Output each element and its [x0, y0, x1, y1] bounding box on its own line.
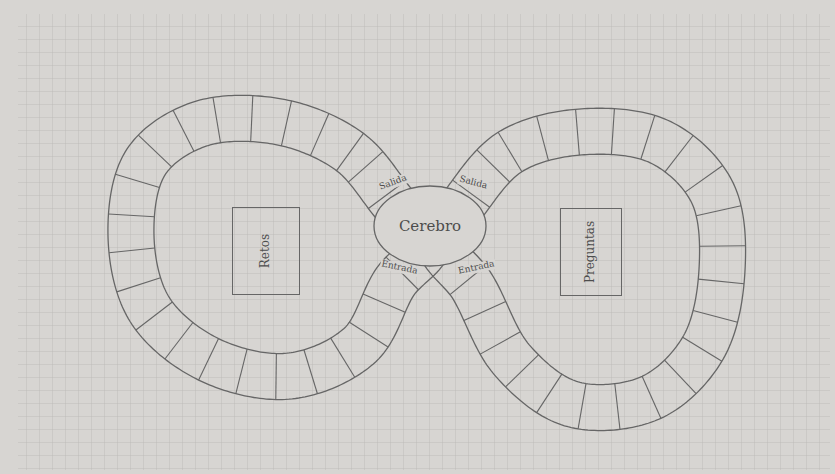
track-divider — [664, 360, 696, 393]
track-divider — [578, 384, 586, 429]
track-divider — [349, 322, 388, 347]
track-divider — [213, 97, 221, 142]
track-divider — [304, 350, 317, 394]
track-edge — [463, 154, 700, 384]
track-divider — [477, 150, 510, 182]
track-divider — [698, 279, 744, 284]
track-divider — [696, 206, 741, 216]
track-divider — [275, 354, 277, 400]
track-divider — [683, 337, 722, 361]
track-divider — [165, 322, 193, 359]
box-title: Preguntas — [584, 221, 597, 283]
track-divider — [115, 174, 159, 187]
grid-lines — [18, 14, 830, 470]
track-divider — [700, 245, 746, 247]
track-divider — [611, 109, 614, 155]
track-divider — [537, 116, 549, 160]
card-box: Preguntas — [560, 208, 622, 296]
track-edge — [154, 141, 407, 353]
box-title: Retos — [259, 234, 272, 268]
track-divider — [337, 133, 364, 170]
track-divider — [506, 355, 539, 387]
center-title: Cerebro — [399, 218, 461, 235]
circle-shape — [374, 186, 486, 266]
track-divider — [576, 109, 580, 155]
track-divider — [199, 339, 219, 380]
track-divider — [138, 135, 171, 167]
track-divider — [642, 376, 661, 418]
track-divider — [136, 302, 172, 330]
track-divider — [615, 384, 620, 430]
track-divider — [310, 113, 328, 155]
board-track — [108, 95, 746, 430]
track-edge — [417, 108, 745, 430]
track-divider — [109, 248, 155, 253]
track-divider — [363, 294, 405, 312]
track-divider — [464, 301, 506, 320]
track-divider — [251, 96, 253, 142]
track-divider — [117, 278, 161, 292]
track-divider — [173, 110, 194, 151]
track-divider — [685, 166, 723, 193]
card-box: Retos — [232, 207, 300, 295]
track-divider — [498, 132, 522, 171]
track-divider — [348, 152, 383, 182]
track-divider — [537, 374, 562, 412]
track-divider — [108, 214, 154, 217]
track-divider — [693, 311, 737, 323]
track-divider — [665, 135, 693, 171]
track-guide — [440, 131, 723, 407]
track-divider — [331, 338, 355, 377]
center-circle: Cerebro — [373, 185, 487, 267]
track-divider — [281, 101, 291, 146]
track-divider — [480, 332, 520, 354]
track-divider — [641, 115, 655, 159]
track-divider — [236, 349, 247, 394]
